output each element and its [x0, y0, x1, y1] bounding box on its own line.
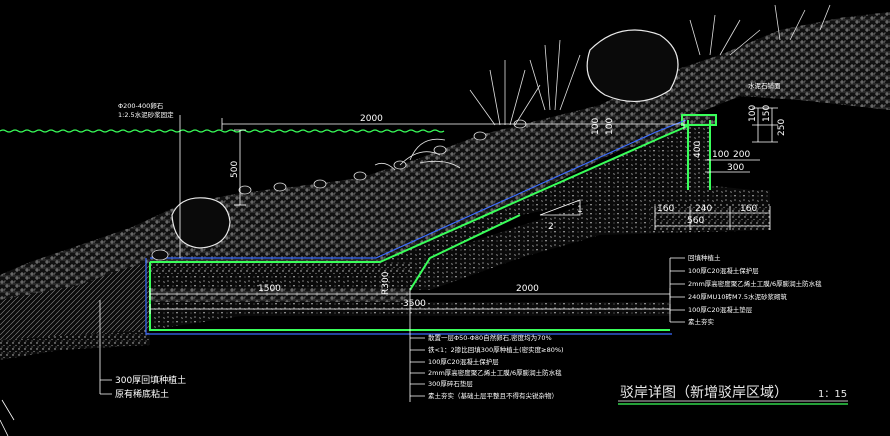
right-layer-6: 素土夯实 [688, 317, 715, 326]
slope-label-1: 1 [577, 205, 583, 215]
wall-outline-lower [409, 214, 521, 291]
left-base-fill [0, 330, 150, 360]
left-edge-mark [0, 399, 15, 436]
dim-line-right-vert [752, 107, 778, 143]
right-layer-3: 2mm厚高密度聚乙烯土工膜/6厚膨润土防水毯 [688, 279, 822, 288]
wall-outline-main [149, 124, 691, 331]
dim-r300: R300 [381, 271, 391, 295]
top-right-label: 水泥石铺面 [748, 81, 781, 90]
dim-bottom-2000: 2000 [516, 284, 539, 294]
dim-h300: 300 [727, 163, 744, 173]
bottom-layer-4: 2mm厚高密度聚乙烯土工膜/6厚膨润土防水毯 [428, 368, 562, 377]
dim-v400: 400 [693, 141, 703, 158]
dim-h100: 100 [712, 150, 729, 160]
slope-triangle [539, 199, 581, 216]
dim-bottom-3500: 3500 [403, 299, 426, 309]
grass-plant [529, 39, 581, 111]
dim-v100-b: 100 [605, 118, 615, 135]
slope-label-2: 2 [548, 222, 554, 232]
right-layer-labels: 回填种植土 100厚C20混凝土保护层 2mm厚高密度聚乙烯土工膜/6厚膨润土防… [688, 253, 822, 326]
wall-column [688, 120, 710, 190]
wall-cap [682, 115, 716, 125]
pebble [238, 185, 252, 195]
right-layer-2: 100厚C20混凝土保护层 [688, 266, 759, 275]
fern-plant [374, 138, 461, 171]
dim-h160-a: 160 [657, 204, 674, 214]
dim-line-right-stack [654, 159, 771, 230]
pebble [273, 182, 287, 192]
callout-mortar: 1:2.5水泥砂浆固定 [118, 110, 174, 119]
dim-top-2000: 2000 [360, 114, 383, 124]
base-layer-1 [150, 262, 410, 274]
footing-block-1 [650, 190, 770, 204]
dim-line-left-500 [234, 129, 246, 206]
bottom-layer-6: 素土夯实（基础土层平整且不得有尖锐杂物） [428, 391, 558, 400]
boulder-right [586, 29, 679, 103]
column-outline [687, 120, 711, 190]
dim-h160-b: 160 [740, 204, 757, 214]
right-layer-5: 100厚C20混凝土垫层 [688, 305, 753, 314]
grass-plant [469, 60, 541, 126]
bottom-layer-5: 300厚碎石垫层 [428, 379, 473, 388]
right-layer-4: 240厚MU10砖M7.5水泥砂浆砌筑 [688, 292, 787, 301]
left-soil-fill [0, 262, 150, 340]
water-line [0, 129, 445, 133]
drawing-title: 驳岸详图（新增驳岸区域） [620, 385, 788, 401]
dim-v150: 150 [762, 105, 772, 122]
dim-h560: 560 [687, 216, 704, 226]
pebble [433, 145, 447, 155]
dim-line-bottom-2000 [410, 288, 671, 300]
pebble [151, 249, 169, 261]
dim-bottom-1500: 1500 [258, 284, 281, 294]
bottom-layer-1: 散置一层Φ50-Φ80自然卵石,密度均为70% [428, 333, 552, 342]
dim-v100-right: 100 [748, 105, 758, 122]
boulder-left [171, 197, 231, 249]
dim-left-500: 500 [230, 161, 240, 178]
base-layer-3 [150, 288, 410, 302]
pebble [313, 179, 327, 189]
leader-bottom-layers [409, 300, 425, 402]
bottom-layer-labels: 散置一层Φ50-Φ80自然卵石,密度均为70% 铁<1：2掺比回填300厚种植土… [428, 333, 564, 400]
drawing-scale: 1：15 [818, 389, 847, 400]
pebble [353, 171, 367, 181]
dim-v100-a: 100 [591, 118, 601, 135]
dim-h200: 200 [733, 150, 750, 160]
left-layer-1: 300厚回填种植土 [115, 374, 186, 386]
grass-plant [689, 4, 831, 56]
dim-h240: 240 [695, 204, 712, 214]
bottom-layer-2: 铁<1：2掺比回填300厚种植土(密实度≥80%) [428, 345, 564, 354]
bottom-layer-3: 100厚C20混凝土保护层 [428, 357, 499, 366]
left-layer-2: 原有稀底粘土 [115, 388, 169, 400]
membrane-line [145, 119, 687, 335]
upper-right-brick [690, 12, 890, 112]
callout-pebble-size: Φ200-400卵石 [118, 101, 164, 110]
right-layer-1: 回填种植土 [688, 253, 721, 262]
base-layer-2 [150, 274, 410, 288]
dim-line-top-2000 [221, 118, 685, 130]
leader-left-layers [99, 300, 112, 395]
dim-v250: 250 [777, 119, 787, 136]
leader-right-layers [669, 257, 685, 323]
pebble [473, 131, 487, 141]
